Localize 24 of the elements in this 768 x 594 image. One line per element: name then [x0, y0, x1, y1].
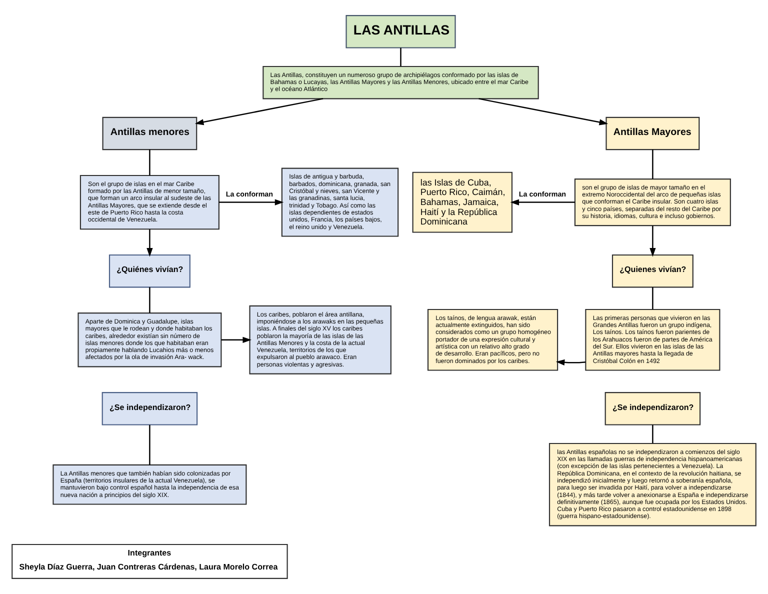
- arrow: [218, 199, 284, 206]
- node-box: ¿Quienes vivían?: [612, 254, 694, 288]
- connector: [652, 287, 654, 310]
- node-box: ¿Quiénes vivían?: [108, 254, 190, 288]
- node-box: ¿Se independizaron?: [604, 392, 701, 426]
- node-box: LAS ANTILLAS: [346, 15, 456, 48]
- arrow: [556, 359, 586, 366]
- connector: [149, 424, 150, 465]
- arrow: [194, 98, 324, 126]
- connector: [149, 150, 150, 176]
- node-box: ¿Se independizaron?: [102, 392, 198, 426]
- node-box: Integrantes Sheyla Díaz Guerra, Juan Contreras Cárdenas, Laura Morelo Correa: [12, 544, 288, 579]
- node-box: Antillas Mayores: [606, 116, 700, 150]
- arrow: [478, 98, 608, 126]
- connector: [652, 424, 654, 444]
- node-box: las Islas de Cuba, Puerto Rico, Caimán, Bahamas, Jamaica, Haití y la República Dominicana: [412, 172, 513, 233]
- arrow: [650, 226, 656, 257]
- node-box: Antillas menores: [102, 116, 198, 150]
- arrow: [510, 199, 575, 206]
- connector: [400, 48, 402, 66]
- connector: [149, 287, 150, 314]
- connector: [652, 150, 654, 179]
- arrow: [221, 336, 252, 343]
- arrow: [146, 229, 153, 257]
